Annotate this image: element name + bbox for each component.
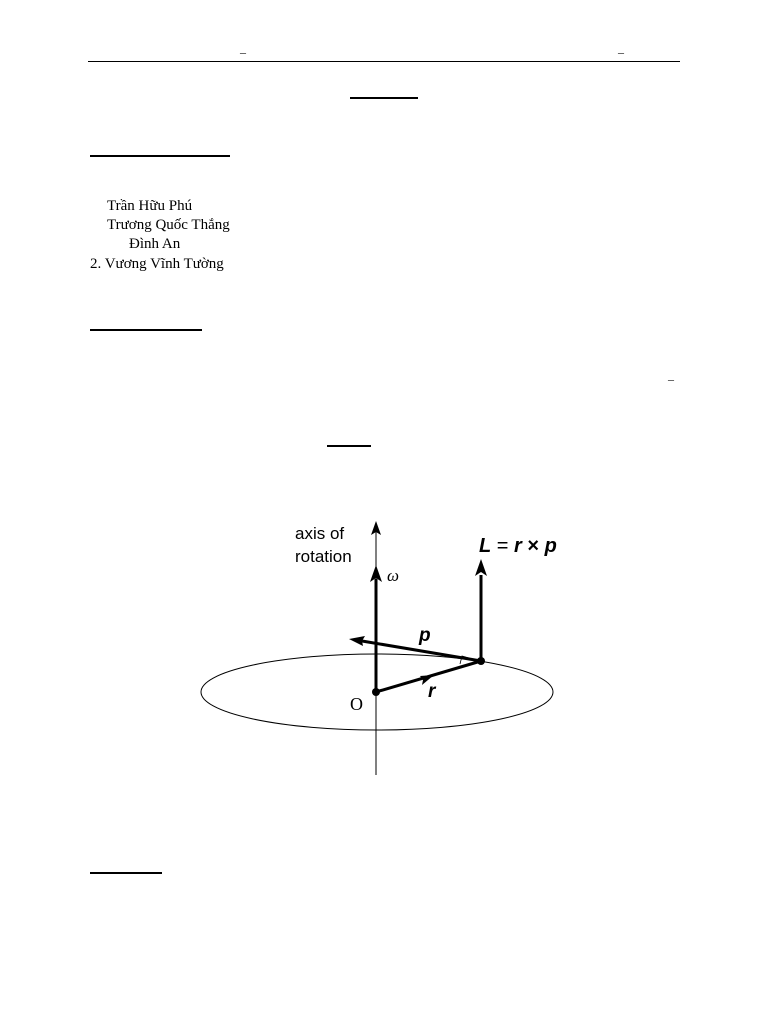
axis-label-line-1: axis of bbox=[295, 524, 344, 543]
equation-p: p bbox=[544, 535, 557, 557]
axis-label-line-2: rotation bbox=[295, 547, 352, 566]
header-right-mark: – bbox=[618, 45, 624, 59]
equation-r: r bbox=[514, 535, 523, 557]
section-heading-underline-1 bbox=[90, 155, 230, 157]
header-left-mark: – bbox=[240, 45, 246, 59]
r-label: r bbox=[428, 681, 437, 702]
equation-label: L = r × p bbox=[479, 535, 557, 557]
p-label: p bbox=[418, 625, 431, 646]
angular-momentum-figure: axis of rotation ω L = r × p p r O bbox=[200, 521, 557, 775]
p-arrowhead bbox=[349, 636, 365, 646]
section-heading-underline-2 bbox=[90, 329, 202, 331]
title-underline bbox=[350, 97, 418, 99]
author-4: 2. Vương Vĩnh Tường bbox=[90, 256, 224, 272]
omega-label: ω bbox=[387, 566, 399, 585]
p-vector bbox=[361, 639, 482, 663]
equation-cross: × bbox=[522, 535, 545, 557]
r-arrowhead bbox=[420, 675, 434, 685]
l-arrowhead bbox=[475, 559, 487, 576]
header-rule bbox=[88, 61, 680, 62]
author-2: Trương Quốc Thắng bbox=[107, 217, 230, 233]
origin-point bbox=[372, 688, 380, 696]
body-right-mark: – bbox=[668, 372, 674, 386]
figure-caption-underline bbox=[327, 445, 371, 447]
equation-l: L bbox=[479, 535, 491, 557]
author-3: Đình An bbox=[129, 236, 181, 252]
equation-equals: = bbox=[491, 535, 514, 557]
particle-point bbox=[477, 657, 485, 665]
author-1: Trần Hữu Phú bbox=[107, 198, 193, 214]
section-heading-underline-3 bbox=[90, 872, 162, 874]
origin-label: O bbox=[350, 694, 363, 714]
omega-arrowhead bbox=[370, 565, 382, 582]
right-angle-marker bbox=[459, 655, 470, 665]
rotation-axis-arrowhead bbox=[371, 521, 381, 535]
